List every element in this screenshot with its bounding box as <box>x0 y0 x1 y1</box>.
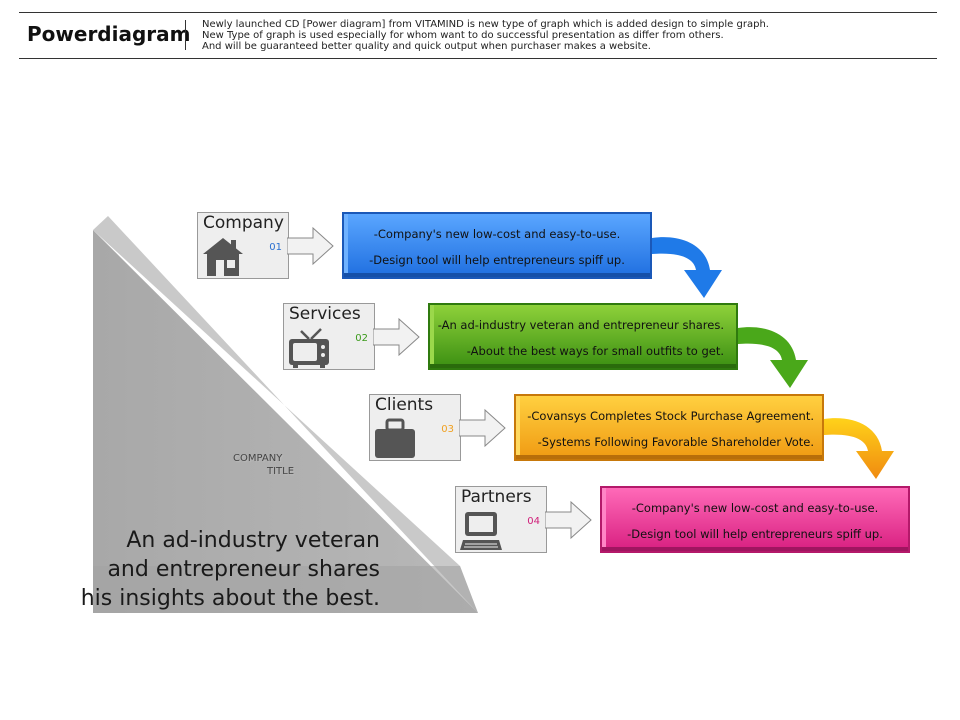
step-box-company: Company 01 <box>197 212 289 279</box>
briefcase-icon <box>375 418 415 458</box>
step-bar-clients: -Covansys Completes Stock Purchase Agree… <box>514 394 824 461</box>
step-arrow <box>373 317 420 357</box>
step-number: 04 <box>527 516 540 527</box>
header-line: New Type of graph is used especially for… <box>202 30 724 41</box>
step-text-1: -Company's new low-cost and easy-to-use. <box>373 227 621 241</box>
company-title-line2: TITLE <box>267 466 295 477</box>
computer-icon <box>460 512 502 550</box>
step-text-2: -Systems Following Favorable Shareholder… <box>537 435 814 449</box>
step-text-2: -About the best ways for small outfits t… <box>466 344 724 358</box>
step-text-1: -An ad-industry veteran and entrepreneur… <box>437 318 724 332</box>
step-arrow <box>287 226 334 266</box>
step-arrow <box>545 500 592 540</box>
step-label: Services <box>289 304 361 324</box>
body-text: An ad-industry veteran and entrepreneur … <box>60 526 380 613</box>
header-line: And will be guaranteed better quality an… <box>202 41 651 52</box>
header-divider <box>185 20 186 50</box>
step-box-partners: Partners 04 <box>455 486 547 553</box>
header-description: Newly launched CD [Power diagram] from V… <box>202 19 769 52</box>
step-box-clients: Clients 03 <box>369 394 461 461</box>
body-line: An ad-industry veteran <box>126 528 380 553</box>
company-title-line1: COMPANY <box>233 453 283 464</box>
curved-arrow-orange <box>824 418 894 479</box>
step-text-1: -Covansys Completes Stock Purchase Agree… <box>527 409 814 423</box>
curved-arrow-green <box>738 327 808 388</box>
step-bar-partners: -Company's new low-cost and easy-to-use.… <box>600 486 910 553</box>
step-bar-services: -An ad-industry veteran and entrepreneur… <box>428 303 738 370</box>
header: Powerdiagram Newly launched CD [Power di… <box>19 12 937 59</box>
step-label: Clients <box>375 395 434 415</box>
step-number: 01 <box>269 242 282 253</box>
step-label: Partners <box>461 487 532 507</box>
step-text-2: -Design tool will help entrepreneurs spi… <box>369 253 625 267</box>
body-line: and entrepreneur shares <box>107 557 380 582</box>
step-label: Company <box>203 213 284 233</box>
step-text-2: -Design tool will help entrepreneurs spi… <box>627 527 883 541</box>
step-text-1: -Company's new low-cost and easy-to-use. <box>631 501 879 515</box>
page-title: Powerdiagram <box>27 22 191 46</box>
body-line: his insights about the best. <box>80 586 380 611</box>
step-bar-company: -Company's new low-cost and easy-to-use.… <box>342 212 652 279</box>
step-arrow <box>459 408 506 448</box>
tv-icon <box>289 328 329 368</box>
company-title: COMPANY TITLE <box>205 452 295 478</box>
step-number: 03 <box>441 424 454 435</box>
step-box-services: Services 02 <box>283 303 375 370</box>
curved-arrow-blue <box>652 237 722 298</box>
house-icon <box>203 238 243 276</box>
step-number: 02 <box>355 333 368 344</box>
header-line: Newly launched CD [Power diagram] from V… <box>202 19 769 30</box>
